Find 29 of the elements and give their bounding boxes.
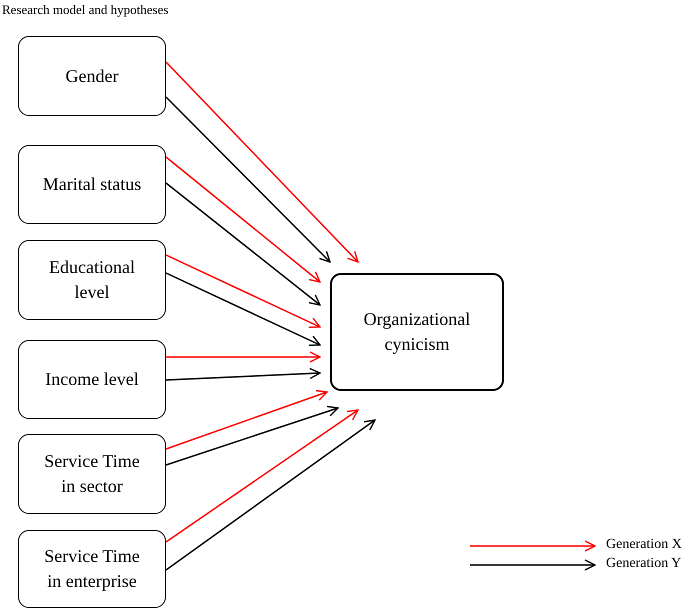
rounded-box bbox=[330, 273, 504, 391]
arrow bbox=[166, 368, 321, 381]
arrow bbox=[166, 409, 359, 543]
node-label: Service Time in enterprise bbox=[43, 545, 141, 593]
rounded-box bbox=[18, 240, 166, 320]
arrow bbox=[166, 156, 321, 283]
rounded-box bbox=[18, 36, 166, 116]
arrow bbox=[165, 61, 359, 263]
rounded-box bbox=[18, 340, 166, 419]
node-label: Marital status bbox=[42, 173, 142, 196]
node-label: Service Time in sector bbox=[43, 450, 141, 498]
rounded-box bbox=[18, 530, 166, 608]
diagram-title: Research model and hypotheses bbox=[2, 2, 168, 18]
arrow bbox=[166, 254, 321, 328]
arrow bbox=[166, 182, 321, 306]
arrow bbox=[166, 406, 339, 466]
node-label: Educational level bbox=[48, 256, 136, 304]
arrow bbox=[166, 390, 328, 450]
arrow bbox=[166, 272, 321, 346]
rounded-box bbox=[18, 434, 166, 514]
node-label: Gender bbox=[66, 64, 118, 88]
node-label: Organizational cynicism bbox=[362, 308, 472, 356]
arrow bbox=[166, 351, 321, 363]
rounded-box bbox=[18, 145, 166, 224]
arrow bbox=[165, 96, 331, 263]
arrow bbox=[166, 419, 376, 571]
node-label: Income level bbox=[45, 368, 139, 391]
legend-label: Generation X bbox=[606, 537, 682, 553]
legend-label: Generation Y bbox=[606, 556, 682, 572]
